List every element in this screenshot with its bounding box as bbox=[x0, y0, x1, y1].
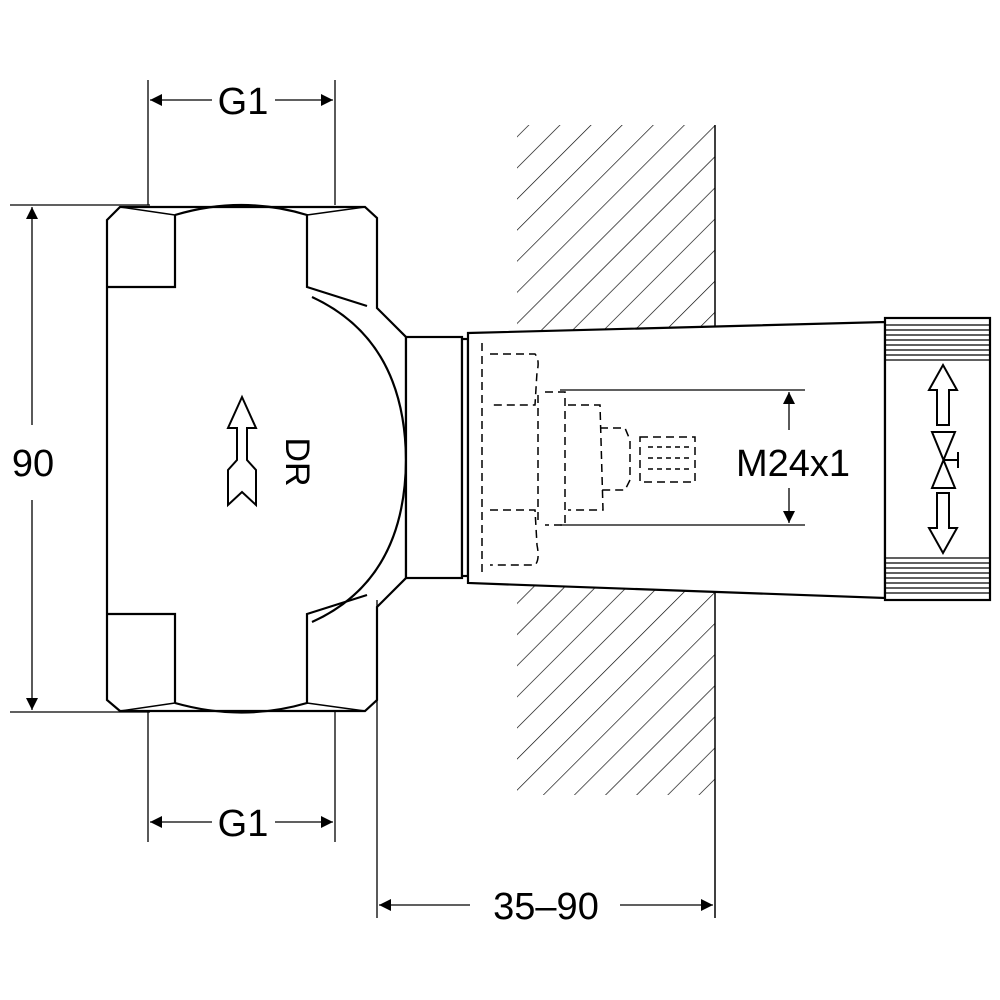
dimension-install-depth bbox=[376, 600, 713, 918]
dimension-g1-bottom bbox=[147, 712, 336, 842]
dimension-label-g1-bottom: G1 bbox=[218, 803, 269, 845]
valve-icon bbox=[930, 431, 959, 489]
dimension-label-install-depth: 35–90 bbox=[493, 886, 599, 928]
dimension-label-g1-top: G1 bbox=[218, 81, 269, 123]
dimension-label-height: 90 bbox=[12, 443, 54, 485]
dimension-label-spindle-thread: M24x1 bbox=[736, 443, 850, 485]
open-arrow-icon bbox=[927, 362, 959, 426]
hidden-internal-parts bbox=[481, 343, 696, 575]
dimension-spindle-thread bbox=[560, 389, 805, 526]
knurled-nut bbox=[883, 316, 992, 602]
valve-body bbox=[105, 203, 470, 714]
flow-direction-arrow-icon bbox=[226, 394, 258, 508]
close-arrow-icon bbox=[927, 492, 959, 556]
wall-section bbox=[517, 125, 716, 918]
valve-symbols bbox=[927, 362, 959, 556]
body-marking: DR bbox=[278, 437, 316, 486]
dimension-g1-top bbox=[147, 80, 336, 205]
